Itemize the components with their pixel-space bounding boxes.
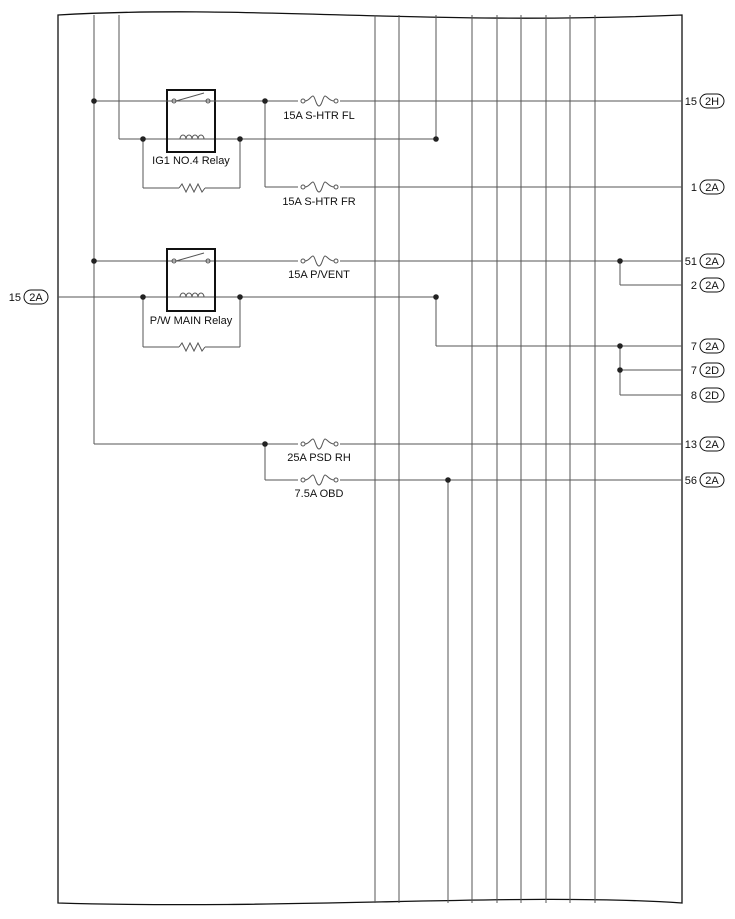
output-terminal: 2 2A (691, 277, 725, 293)
block-outline (57, 11, 683, 906)
output-terminal: 7 2D (691, 362, 725, 378)
fuse-s-htr-fr: 15A S-HTR FR (282, 181, 356, 208)
output-terminal: 1 2A (691, 179, 725, 195)
terminal-connector: 2A (705, 475, 719, 487)
terminal-pin: 15 (685, 96, 697, 108)
output-terminal: 8 2D (691, 387, 725, 403)
terminal-connector: 2A (705, 256, 719, 268)
output-terminal: 13 2A (685, 436, 725, 452)
terminal-connector: 2A (705, 341, 719, 353)
terminal-connector: 2H (705, 96, 719, 108)
fuse-s-htr-fl: 15A S-HTR FL (283, 95, 355, 122)
terminal-pin: 1 (691, 182, 697, 194)
fuse-obd: 7.5A OBD (295, 474, 344, 500)
output-terminal: 56 2A (685, 472, 725, 488)
terminal-pin: 7 (691, 341, 697, 353)
output-terminal: 7 2A (691, 338, 725, 354)
relay-ig1-label: IG1 NO.4 Relay (152, 155, 230, 167)
terminal-pin: 8 (691, 390, 697, 402)
junction-dots (91, 98, 623, 483)
terminal-connector: 2A (705, 439, 719, 451)
fuse-label: 25A PSD RH (287, 452, 351, 464)
fuse-label: 15A P/VENT (288, 269, 350, 281)
fuse-label: 7.5A OBD (295, 488, 344, 500)
input-terminal: 15 2A (9, 289, 49, 305)
terminal-connector: 2D (705, 390, 719, 402)
feed-wires (58, 15, 143, 444)
terminal-pin: 7 (691, 365, 697, 377)
relay-pw-main-label: P/W MAIN Relay (150, 315, 233, 327)
terminal-pin: 15 (9, 292, 21, 304)
terminal-pin: 51 (685, 256, 697, 268)
terminal-connector: 2A (705, 182, 719, 194)
terminal-connector: 2A (705, 280, 719, 292)
relay-pw-main: P/W MAIN Relay (142, 248, 436, 353)
vertical-bus-lines (374, 15, 596, 903)
terminal-connector: 2A (29, 292, 43, 304)
output-terminal: 51 2A (685, 253, 725, 269)
fuse-psd-rh: 25A PSD RH (287, 438, 351, 464)
relay-ig1-no4: IG1 NO.4 Relay (119, 89, 436, 194)
fuse-p-vent: 15A P/VENT (288, 255, 350, 281)
terminal-pin: 56 (685, 475, 697, 487)
fuse-label: 15A S-HTR FL (283, 110, 355, 122)
terminal-pin: 2 (691, 280, 697, 292)
output-terminal: 15 2H (685, 93, 725, 109)
terminal-connector: 2D (705, 365, 719, 377)
fuse-label: 15A S-HTR FR (282, 196, 355, 208)
terminal-pin: 13 (685, 439, 697, 451)
